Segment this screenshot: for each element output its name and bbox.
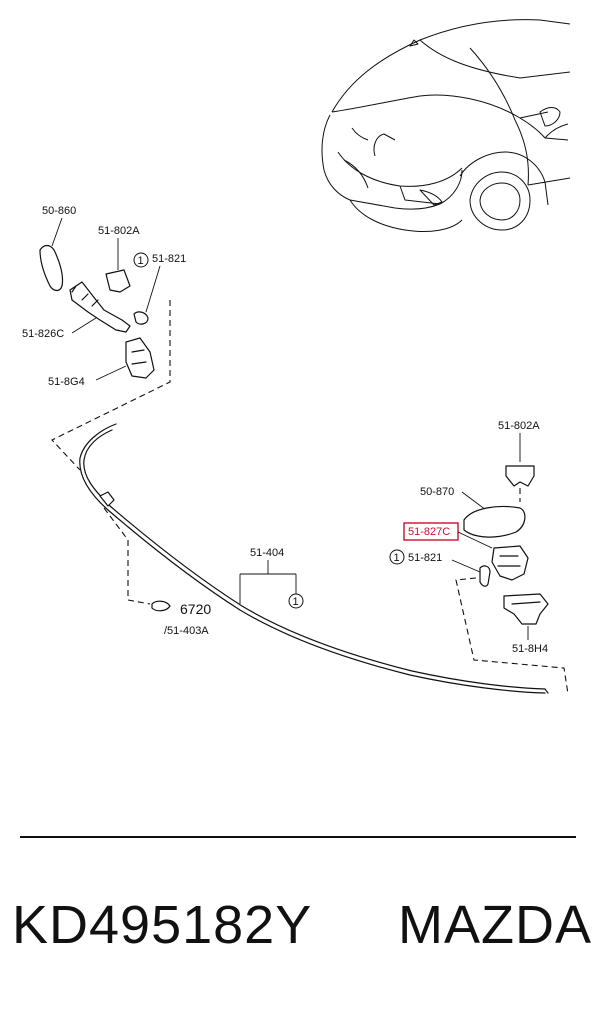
label-50-870: 50-870 xyxy=(420,486,454,498)
oring-right xyxy=(479,565,491,587)
label-51-8H4: 51-8H4 xyxy=(512,643,548,655)
right-assembly: 51-802A 50-870 51-827C 1 51-821 51-8H4 xyxy=(389,420,569,695)
washer-hose: 6720 /51-403A 51-404 1 xyxy=(79,423,549,694)
clip-6720 xyxy=(151,600,171,612)
washer-cap-left xyxy=(39,244,64,292)
label-6720: 6720 xyxy=(180,601,211,617)
label-51-802A-right: 51-802A xyxy=(498,420,540,432)
footer-divider xyxy=(20,836,576,838)
car-illustration xyxy=(321,19,571,233)
bracket-lower-left xyxy=(125,337,155,379)
bracket-left xyxy=(105,269,131,293)
label-circle-hose: 1 xyxy=(293,596,299,608)
label-51-821-left: 51-821 xyxy=(152,253,186,265)
label-51-404: 51-404 xyxy=(250,547,284,559)
label-51-802A-left: 51-802A xyxy=(98,225,140,237)
nozzle-right xyxy=(491,545,529,581)
washer-cap-right xyxy=(463,505,526,538)
oring-left xyxy=(133,311,149,325)
label-51-826C: 51-826C xyxy=(22,328,64,340)
label-circle-right: 1 xyxy=(394,552,400,564)
nozzle-left xyxy=(69,281,131,333)
label-51-821-right: 51-821 xyxy=(408,552,442,564)
highlight-box xyxy=(403,522,459,541)
label-51-403A: /51-403A xyxy=(164,625,209,637)
circle-callout-right xyxy=(389,549,405,565)
label-circle-left: 1 xyxy=(138,255,144,267)
bracket-lower-right xyxy=(503,593,549,625)
label-51-8G4: 51-8G4 xyxy=(48,376,85,388)
label-50-860: 50-860 xyxy=(42,205,76,217)
label-51-827C: 51-827C xyxy=(408,526,450,538)
part-number: KD495182Y xyxy=(12,895,313,955)
brand-name: MAZDA xyxy=(398,895,592,955)
footer: KD495182Y MAZDA xyxy=(12,898,592,952)
circle-callout-hose xyxy=(288,593,304,609)
bracket-right xyxy=(505,465,535,487)
hose-clip xyxy=(99,491,115,507)
circle-callout-left xyxy=(133,252,149,268)
left-assembly: 50-860 51-802A 1 51-821 51-826C 51-8G4 xyxy=(22,205,186,471)
